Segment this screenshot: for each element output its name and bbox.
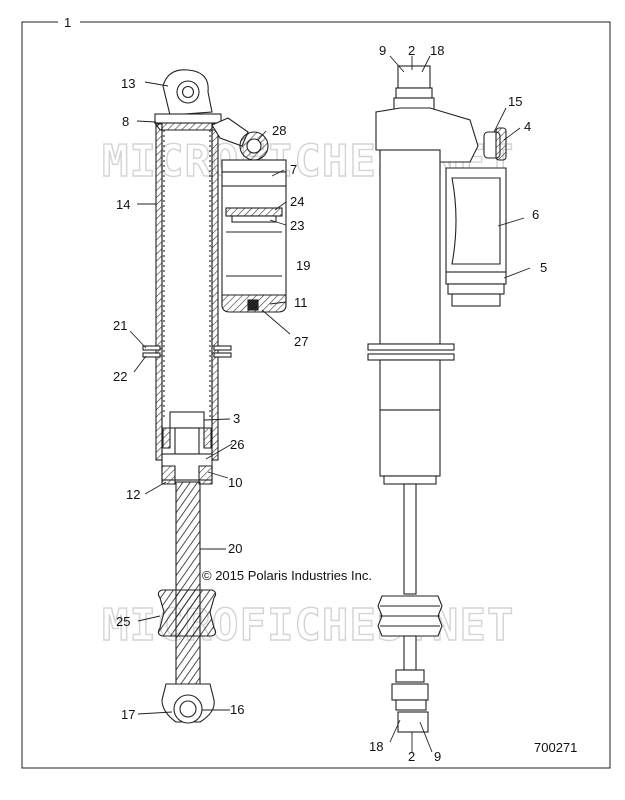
callout-9-bottom: 9 (434, 749, 441, 764)
callout-12: 12 (126, 487, 140, 502)
callout-15: 15 (508, 94, 522, 109)
callout-3: 3 (233, 411, 240, 426)
callout-16: 16 (230, 702, 244, 717)
callout-8: 8 (122, 114, 129, 129)
callout-4: 4 (524, 119, 531, 134)
callout-11: 11 (294, 295, 308, 310)
callouts: 13 8 14 28 7 24 23 19 11 27 21 22 3 26 1… (113, 43, 547, 764)
leader-lines (129, 55, 531, 753)
callout-25: 25 (116, 614, 130, 629)
callout-18-top: 18 (430, 43, 444, 58)
sectioned-shock (142, 69, 287, 724)
callout-21: 21 (113, 318, 127, 333)
callout-2-top: 2 (408, 43, 415, 58)
callout-19: 19 (296, 258, 310, 273)
callout-26: 26 (230, 437, 244, 452)
callout-18-bottom: 18 (369, 739, 383, 754)
callout-23: 23 (290, 218, 304, 233)
callout-7: 7 (290, 162, 297, 177)
callout-6: 6 (532, 207, 539, 222)
callout-22: 22 (113, 369, 127, 384)
callout-20: 20 (228, 541, 242, 556)
callout-14: 14 (116, 197, 130, 212)
callout-17: 17 (121, 707, 135, 722)
callout-13: 13 (121, 76, 135, 91)
callout-28: 28 (272, 123, 286, 138)
callout-9-top: 9 (379, 43, 386, 58)
assembled-shock (367, 65, 507, 733)
callout-24: 24 (290, 194, 304, 209)
callout-5: 5 (540, 260, 547, 275)
frame-label: 1 (64, 15, 71, 30)
callout-10: 10 (228, 475, 242, 490)
copyright-notice: © 2015 Polaris Industries Inc. (202, 568, 372, 583)
diagram-frame (21, 21, 611, 769)
callout-2-bottom: 2 (408, 749, 415, 764)
diagram-number: 700271 (534, 740, 577, 755)
callout-27: 27 (294, 334, 308, 349)
